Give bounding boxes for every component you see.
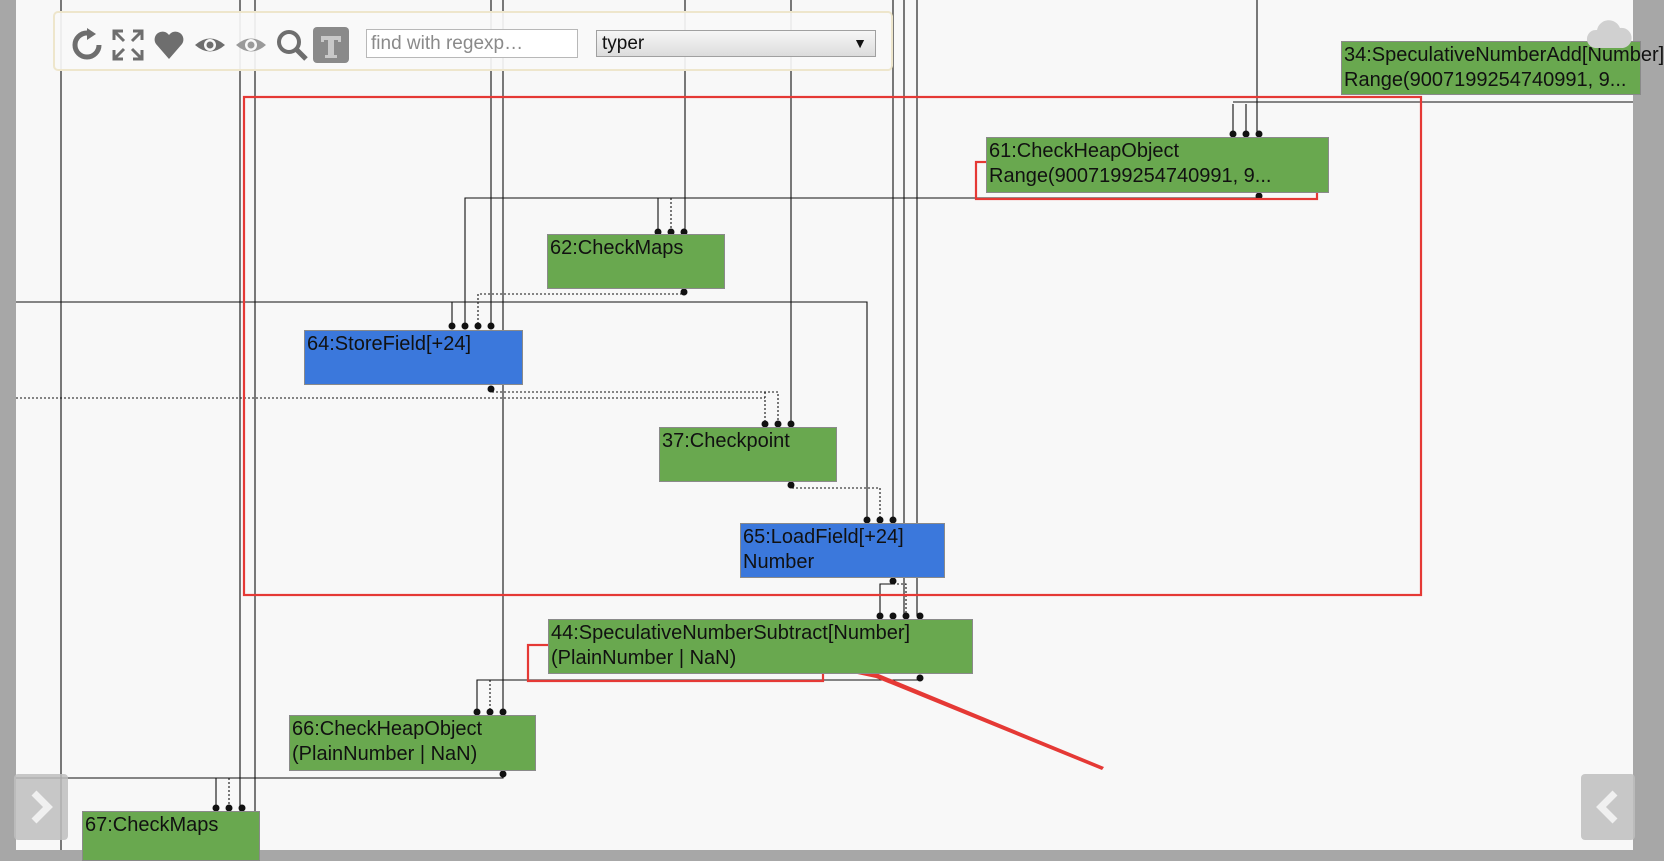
graph-toolbar: typer ▼ <box>53 11 893 71</box>
favorite-heart-icon[interactable] <box>151 27 187 63</box>
chevron-down-icon: ▼ <box>853 35 867 51</box>
node-label: 66:CheckHeapObject <box>292 718 483 740</box>
node-34-speculative-number-add[interactable]: 34:SpeculativeNumberAdd[Number] Range(90… <box>1341 41 1664 95</box>
node-label: 64:StoreField[+24] <box>307 333 471 355</box>
node-64-store-field[interactable]: 64:StoreField[+24] <box>304 330 523 385</box>
node-44-speculative-number-subtract[interactable]: 44:SpeculativeNumberSubtract[Number] (Pl… <box>548 619 973 674</box>
node-type: (PlainNumber | NaN) <box>551 647 737 669</box>
node-label: 62:CheckMaps <box>550 237 684 259</box>
node-type: Range(9007199254740991, 9... <box>1344 69 1627 91</box>
node-62-check-maps[interactable]: 62:CheckMaps <box>547 234 725 289</box>
node-type: Number <box>743 551 815 573</box>
chevron-right-icon <box>31 790 53 824</box>
chevron-left-icon <box>1596 790 1618 824</box>
node-label: 67:CheckMaps <box>85 814 219 836</box>
fit-screen-icon[interactable] <box>110 27 146 63</box>
annotation-arrow <box>848 668 1104 770</box>
search-input[interactable] <box>366 29 578 58</box>
phase-select-value: typer <box>602 33 645 54</box>
layout-refresh-icon[interactable] <box>69 27 105 63</box>
zoom-search-icon[interactable] <box>274 27 310 63</box>
node-61-check-heap-object[interactable]: 61:CheckHeapObject Range(900719925474099… <box>986 137 1329 193</box>
node-type: Range(9007199254740991, 9... <box>989 165 1272 187</box>
show-eye-icon[interactable] <box>192 27 228 63</box>
node-67-check-maps[interactable]: 67:CheckMaps <box>82 811 260 861</box>
graph-canvas[interactable]: 34:SpeculativeNumberAdd[Number] Range(90… <box>16 0 1664 861</box>
node-label: 34:SpeculativeNumberAdd[Number] <box>1344 44 1664 66</box>
expand-right-panel-button[interactable] <box>1581 774 1635 840</box>
node-37-checkpoint[interactable]: 37:Checkpoint <box>659 427 837 482</box>
node-label: 61:CheckHeapObject <box>989 140 1180 162</box>
expand-left-panel-button[interactable] <box>14 774 68 840</box>
graph-edges <box>16 0 1633 850</box>
node-66-check-heap-object[interactable]: 66:CheckHeapObject (PlainNumber | NaN) <box>289 715 536 771</box>
toggle-types-icon[interactable] <box>313 27 349 63</box>
node-type: (PlainNumber | NaN) <box>292 743 478 765</box>
node-label: 65:LoadField[+24] <box>743 526 904 548</box>
hide-eye-icon[interactable] <box>233 27 269 63</box>
cloud-icon <box>1586 20 1632 48</box>
phase-select[interactable]: typer ▼ <box>596 30 876 57</box>
node-65-load-field[interactable]: 65:LoadField[+24] Number <box>740 523 945 578</box>
node-label: 44:SpeculativeNumberSubtract[Number] <box>551 622 911 644</box>
node-label: 37:Checkpoint <box>662 430 790 452</box>
